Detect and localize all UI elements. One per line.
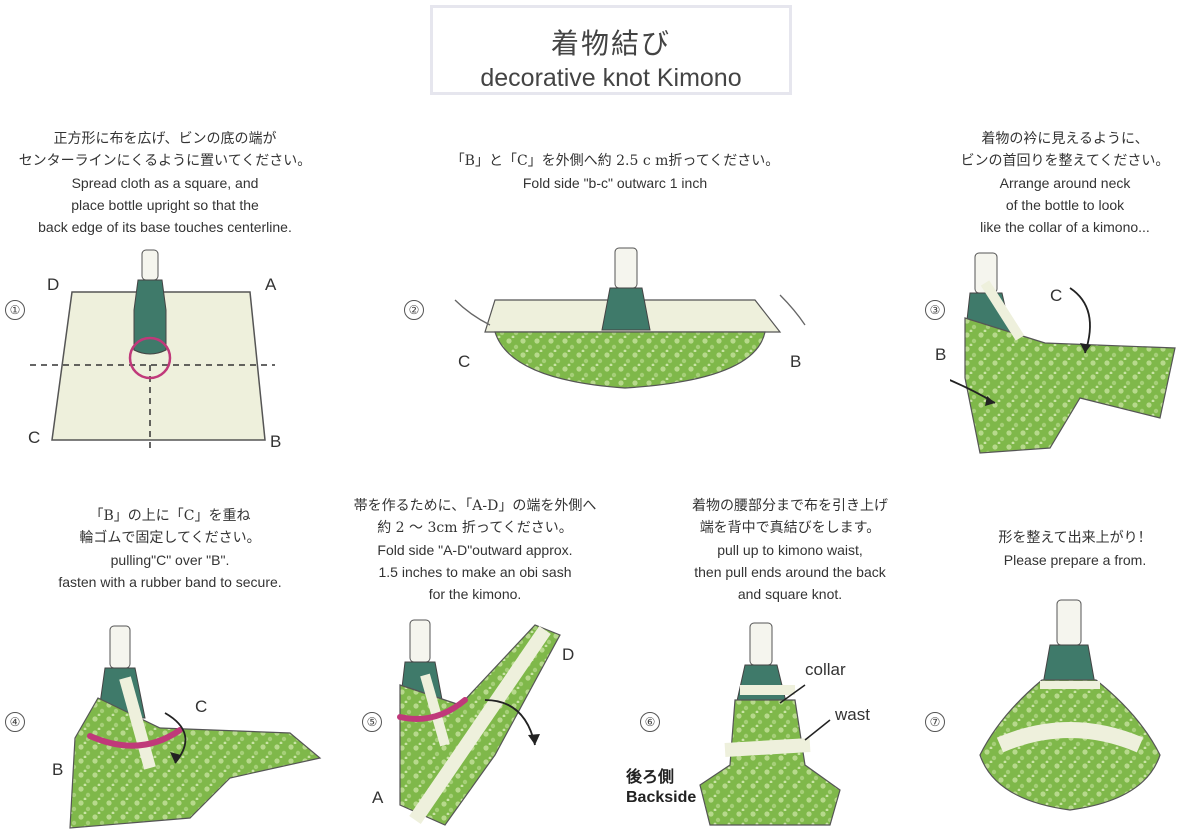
step-1-jp-line-2: センターラインにくるように置いてください。 bbox=[18, 153, 312, 169]
step-6-number: ⑥ bbox=[640, 712, 660, 732]
step-6-label-collar: collar bbox=[805, 660, 846, 679]
step-7-illustration bbox=[979, 599, 1161, 811]
step-3-illustration bbox=[950, 252, 1176, 454]
step-5-illustration bbox=[397, 619, 561, 826]
step-5-en-line-2: 1.5 inches to make an obi sash bbox=[378, 564, 572, 580]
step-7-jp-line-1: 形を整えて出来上がり！ bbox=[998, 530, 1152, 546]
step-1-text: 正方形に布を広げ、ビンの底の端が センターラインにくるように置いてください。 S… bbox=[0, 128, 330, 238]
step-1-jp-line-1: 正方形に布を広げ、ビンの底の端が bbox=[53, 131, 277, 147]
step-2-label-c: C bbox=[458, 352, 471, 371]
step-5-text: 帯を作るために、「A-D」の端を外側へ 約 2 ～ 3cm 折ってください。 F… bbox=[310, 495, 640, 605]
step-6-label-wast: wast bbox=[835, 705, 870, 724]
step-4-en-line-2: fasten with a rubber band to secure. bbox=[58, 574, 282, 590]
step-5-number: ⑤ bbox=[362, 712, 382, 732]
step-2-number: ② bbox=[404, 300, 424, 320]
step-6-backside-label: 後ろ側 Backside bbox=[626, 768, 696, 808]
step-1-label-c: C bbox=[28, 428, 41, 447]
step-5-jp-line-2: 約 2 ～ 3cm 折ってください。 bbox=[377, 520, 573, 536]
step-1-label-a: A bbox=[265, 275, 277, 294]
step-4-illustration bbox=[69, 625, 322, 829]
step-3-label-c: C bbox=[1050, 286, 1063, 305]
step-1-number: ① bbox=[5, 300, 25, 320]
step-1-en-line-3: back edge of its base touches centerline… bbox=[38, 219, 292, 235]
step-6-en-line-2: then pull ends around the back bbox=[694, 564, 886, 580]
backside-jp: 後ろ側 bbox=[626, 769, 675, 786]
step-6-en-line-1: pull up to kimono waist, bbox=[717, 542, 863, 558]
step-2-label-b: B bbox=[790, 352, 802, 371]
step-1-label-d: D bbox=[47, 275, 60, 294]
step-1-illustration bbox=[30, 249, 275, 450]
step-4-en-line-1: pulling"C" over "B". bbox=[110, 552, 230, 568]
step-4-label-b: B bbox=[52, 760, 64, 779]
step-5-en-line-1: Fold side "A-D"outward approx. bbox=[377, 542, 573, 558]
step-7-text: 形を整えて出来上がり！ Please prepare a from. bbox=[950, 527, 1200, 571]
step-7-number: ⑦ bbox=[925, 712, 945, 732]
step-3-text: 着物の衿に見えるように、 ビンの首回りを整えてください。 Arrange aro… bbox=[930, 128, 1200, 238]
step-1-en-line-1: Spread cloth as a square, and bbox=[71, 175, 259, 191]
step-4-label-c: C bbox=[195, 697, 208, 716]
step-3-en-line-1: Arrange around neck bbox=[999, 175, 1131, 191]
step-4-jp-line-2: 輪ゴムで固定してください。 bbox=[79, 530, 261, 546]
step-1-en-line-2: place bottle upright so that the bbox=[71, 197, 259, 213]
step-3-jp-line-2: ビンの首回りを整えてください。 bbox=[960, 153, 1170, 169]
step-5-label-a: A bbox=[372, 788, 384, 807]
step-3-number: ③ bbox=[925, 300, 945, 320]
step-4-jp-line-1: 「B」の上に「C」を重ね bbox=[89, 508, 251, 524]
step-6-illustration bbox=[699, 622, 841, 826]
title-en: decorative knot Kimono bbox=[480, 64, 742, 92]
step-5-jp-line-1: 帯を作るために、「A-D」の端を外側へ bbox=[353, 498, 597, 514]
step-3-en-line-2: of the bottle to look bbox=[1005, 197, 1125, 213]
title-box: 着物結び decorative knot Kimono bbox=[430, 5, 792, 95]
backside-en: Backside bbox=[626, 789, 697, 806]
step-2-jp-line-1: 「B」と「C」を外側へ約 2.5 c m折ってください。 bbox=[450, 153, 780, 169]
step-2-text: 「B」と「C」を外側へ約 2.5 c m折ってください。 Fold side "… bbox=[430, 150, 800, 194]
step-7-en-line-1: Please prepare a from. bbox=[1003, 552, 1147, 568]
step-3-label-b: B bbox=[935, 345, 947, 364]
step-6-text: 着物の腰部分まで布を引き上げ 端を背中で真結びをします。 pull up to … bbox=[640, 495, 940, 605]
step-6-jp-line-1: 着物の腰部分まで布を引き上げ bbox=[692, 498, 888, 514]
step-3-en-line-3: like the collar of a kimono... bbox=[980, 219, 1150, 235]
step-6-jp-line-2: 端を背中で真結びをします。 bbox=[699, 520, 881, 536]
step-4-number: ④ bbox=[5, 712, 25, 732]
title-jp: 着物結び bbox=[550, 27, 671, 60]
step-3-jp-line-1: 着物の衿に見えるように、 bbox=[981, 131, 1149, 147]
step-5-en-line-3: for the kimono. bbox=[428, 586, 522, 602]
step-2-illustration bbox=[454, 247, 806, 389]
step-6-en-line-3: and square knot. bbox=[737, 586, 843, 602]
step-5-label-d: D bbox=[562, 645, 575, 664]
step-4-text: 「B」の上に「C」を重ね 輪ゴムで固定してください。 pulling"C" ov… bbox=[20, 505, 320, 593]
step-1-label-b: B bbox=[270, 432, 282, 451]
step-2-en-line-1: Fold side "b-c" outwarc 1 inch bbox=[522, 175, 708, 191]
